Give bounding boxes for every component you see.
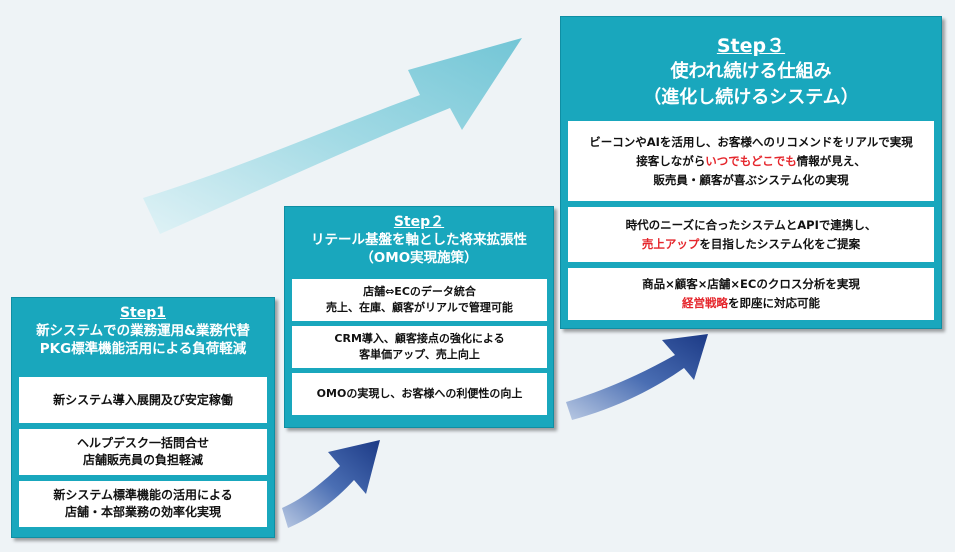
step1-item-3: 新システム標準機能の活用による 店舗・本部業務の効率化実現 [19,481,267,527]
step3-item-2-highlight: 売上アップ [641,236,700,251]
step1-panel: Step1 新システムでの業務運用&業務代替 PKG標準機能活用による負荷軽減 … [11,297,275,538]
step3-item-1: ビーコンやAIを活用し、お客様へのリコメンドをリアルで実現 接客しながらいつでも… [568,121,934,201]
step1-title-line-2: PKG標準機能活用による負荷軽減 [39,341,247,357]
step3-item-1-line-2: 接客しながらいつでもどこでも情報が見え、 [636,152,865,171]
step2-item-2-line-1: CRM導入、顧客接点の強化による [334,332,505,345]
step2-item-3-line-1: OMOの実現し、お客様への利便性の向上 [316,387,523,400]
step3-item-3-line-1: 商品×顧客×店舗×ECのクロス分析を実現 [642,277,860,291]
step2-item-1-line-2: 売上、在庫、顧客がリアルで管理可能 [326,301,513,314]
step2-item-2-line-2: 客単価アップ、売上向上 [359,348,480,361]
step3-label: Step３ [716,35,786,57]
step3-panel: Step３ 使われ続ける仕組み （進化し続けるシステム） ビーコンやAIを活用し… [560,16,942,329]
step2-item-3: OMOの実現し、お客様への利便性の向上 [292,373,547,415]
step1-item-2-line-1: ヘルプデスク一括問合せ [76,436,209,450]
step3-title-line-2: （進化し続けるシステム） [643,87,859,108]
step1-label: Step1 [119,305,167,321]
step3-item-2-line-2: 売上アップを目指したシステム化をご提案 [642,235,860,254]
step2-title-line-2: （OMO実現施策） [360,250,478,266]
step1-item-1-line-1: 新システム導入展開及び安定稼働 [53,392,233,407]
step2-title-line-1: リテール基盤を軸とした将来拡張性 [311,232,527,248]
step3-item-1-highlight: いつでもどこでも [705,153,797,168]
step2-panel: Step２ リテール基盤を軸とした将来拡張性 （OMO実現施策） 店舗⇔ECのデ… [284,206,554,428]
step1-item-3-line-1: 新システム標準機能の活用による [53,488,233,502]
step2-item-2: CRM導入、顧客接点の強化による 客単価アップ、売上向上 [292,326,547,368]
step2-label: Step２ [393,214,445,230]
step3-item-2-line-2-after: を目指したシステム化をご提案 [699,236,861,251]
step3-item-1-line-1: ビーコンやAIを活用し、お客様へのリコメンドをリアルで実現 [589,134,913,149]
step3-title-line-1: 使われ続ける仕組み [670,61,832,82]
step3-item-3-line-2: 経営戦略を即座に対応可能 [682,294,820,313]
step1-item-2-line-2: 店舗販売員の負担軽減 [82,453,203,467]
step3-item-3-highlight: 経営戦略 [682,296,728,310]
step2-item-1-line-1: 店舗⇔ECのデータ統合 [363,285,476,298]
step3-item-1-line-3: 販売員・顧客が喜ぶシステム化の実現 [653,172,849,187]
step3-item-1-line-2-before: 接客しながら [636,153,706,168]
step1-item-1: 新システム導入展開及び安定稼働 [19,377,267,423]
step3-item-2-line-1: 時代のニーズに合ったシステムとAPIで連携し、 [625,217,877,232]
step3-item-2: 時代のニーズに合ったシステムとAPIで連携し、 売上アップを目指したシステム化を… [568,207,934,262]
step1-title-line-1: 新システムでの業務運用&業務代替 [36,323,250,339]
step1-item-3-line-2: 店舗・本部業務の効率化実現 [64,505,221,519]
step3-item-3-line-2-after: を即座に対応可能 [728,296,820,310]
step1-item-2: ヘルプデスク一括問合せ 店舗販売員の負担軽減 [19,429,267,475]
step3-item-3: 商品×顧客×店舗×ECのクロス分析を実現 経営戦略を即座に対応可能 [568,268,934,320]
step3-item-1-line-2-after: 情報が見え、 [796,153,866,168]
step2-item-1: 店舗⇔ECのデータ統合 売上、在庫、顧客がリアルで管理可能 [292,279,547,321]
